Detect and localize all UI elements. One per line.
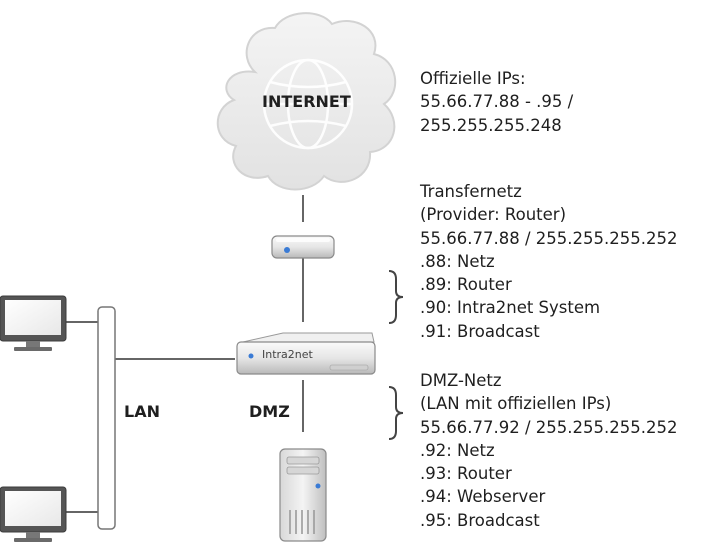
official-line-2: 55.66.77.88 - .95 / [420, 92, 574, 112]
dmz-line-1: DMZ-Netz [420, 371, 502, 390]
dmz-line-3: 55.66.77.92 / 255.255.255.252 [420, 417, 678, 437]
monitor-bottom-icon [0, 486, 67, 542]
lan-bus-bar [97, 306, 116, 530]
transfer-net-text: Transfernetz (Provider: Router) 55.66.77… [420, 180, 677, 343]
dmz-net-text: DMZ-Netz (LAN mit offiziellen IPs) 55.66… [420, 369, 677, 532]
intra2net-appliance-icon [236, 332, 376, 375]
monitor-top-icon [0, 295, 67, 351]
lan-label: LAN [124, 402, 160, 421]
brace-dmz-icon [388, 386, 404, 440]
dmz-label: DMZ [249, 402, 290, 421]
transfer-line-1: Transfernetz [420, 182, 522, 201]
official-line-1: Offizielle IPs: [420, 69, 526, 88]
transfer-line-7: .91: Broadcast [420, 321, 540, 341]
official-ips-text: Offizielle IPs: 55.66.77.88 - .95 / 255.… [420, 67, 573, 137]
dmz-line-5: .93: Router [420, 464, 512, 484]
transfer-line-6: .90: Intra2net System [420, 298, 601, 318]
transfer-line-4: .88: Netz [420, 251, 495, 271]
connection-lines [66, 195, 304, 513]
dmz-line-7: .95: Broadcast [420, 510, 540, 530]
official-line-3: 255.255.255.248 [420, 115, 562, 135]
transfer-line-5: .89: Router [420, 275, 512, 295]
appliance-brand-label: Intra2net [262, 348, 313, 361]
dmz-line-6: .94: Webserver [420, 487, 546, 507]
router-icon [271, 235, 335, 259]
transfer-line-3: 55.66.77.88 / 255.255.255.252 [420, 228, 678, 248]
dmz-line-4: .92: Netz [420, 440, 495, 460]
brace-transfer-icon [388, 270, 404, 324]
internet-cloud-icon [216, 12, 397, 191]
globe-icon [262, 58, 354, 150]
dmz-line-2: (LAN mit offiziellen IPs) [420, 394, 612, 414]
transfer-line-2: (Provider: Router) [420, 205, 567, 225]
internet-label: INTERNET [262, 92, 351, 111]
webserver-icon [279, 448, 327, 542]
